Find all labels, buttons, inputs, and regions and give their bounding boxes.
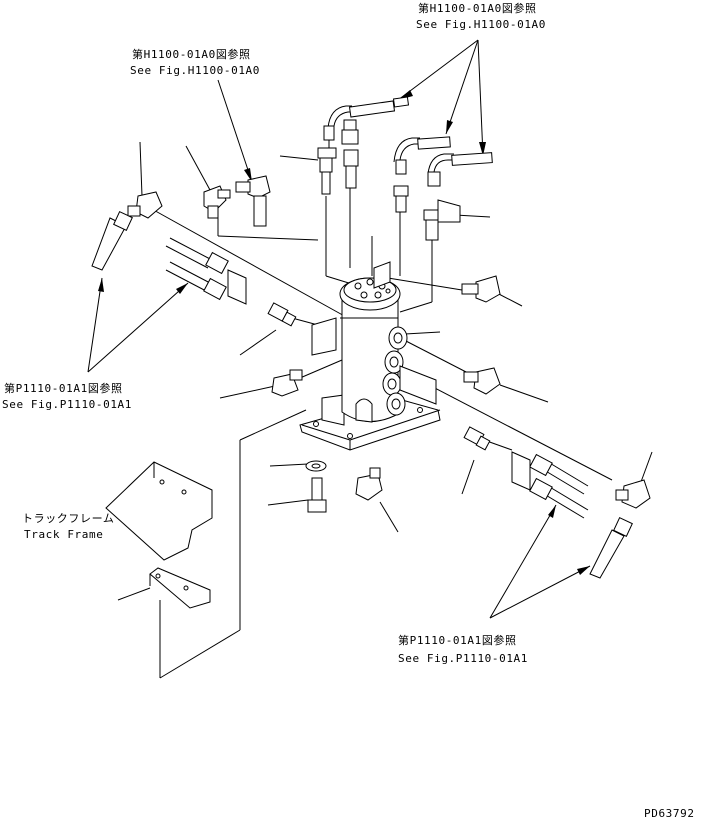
elbow-bottom	[356, 468, 382, 500]
reference-bottom-right-en: See Fig.P1110-01A1	[398, 652, 529, 665]
fitting-column-mid	[344, 150, 358, 188]
top-ports	[355, 279, 390, 298]
fitting-right-2	[424, 200, 460, 240]
reference-top-left-en: See Fig.H1100-01A0	[130, 64, 261, 77]
reference-top-left-jp: 第H1100-01A0図参照	[132, 48, 251, 61]
reference-arrows-bottom-right	[490, 505, 590, 618]
fitting-center-left	[268, 303, 296, 326]
reference-left-en: See Fig.P1110-01A1	[2, 398, 133, 411]
hoses-lower-right	[512, 452, 588, 518]
elbow-left	[92, 192, 162, 270]
reference-arrows-left	[88, 278, 188, 372]
elbow-far-right	[590, 480, 650, 578]
elbow-left-lower	[272, 370, 302, 396]
reference-arrow-top-left	[218, 80, 252, 182]
fitting-column-left	[318, 148, 336, 194]
reference-left-jp: 第P1110-01A1図参照	[4, 382, 123, 395]
hose-top-2	[394, 137, 492, 186]
hoses-left	[166, 238, 246, 304]
track-frame	[106, 462, 212, 608]
fitting-lower-right	[464, 427, 490, 450]
elbow-top-left-a	[204, 186, 230, 218]
washer	[306, 461, 326, 471]
callout-leaders	[118, 142, 652, 600]
track-frame-en: Track Frame	[24, 528, 104, 541]
connection-lines	[150, 184, 612, 678]
side-ports	[383, 327, 407, 415]
reference-bottom-right-jp: 第P1110-01A1図参照	[398, 634, 517, 647]
drawing-number: PD63792	[644, 807, 695, 820]
reference-top-right-en: See Fig.H1100-01A0	[416, 18, 547, 31]
fitting-right-1	[394, 186, 408, 212]
elbow-top-left-b	[236, 176, 270, 226]
reference-arrows-top-right	[398, 40, 486, 156]
swivel-joint	[300, 262, 440, 450]
track-frame-jp: トラックフレーム	[22, 512, 115, 525]
elbow-right-lower	[464, 368, 500, 394]
reference-top-right-jp: 第H1100-01A0図参照	[418, 2, 537, 15]
bolt	[308, 478, 326, 512]
elbow-right-top	[462, 276, 500, 302]
hose-top-1	[324, 97, 408, 150]
